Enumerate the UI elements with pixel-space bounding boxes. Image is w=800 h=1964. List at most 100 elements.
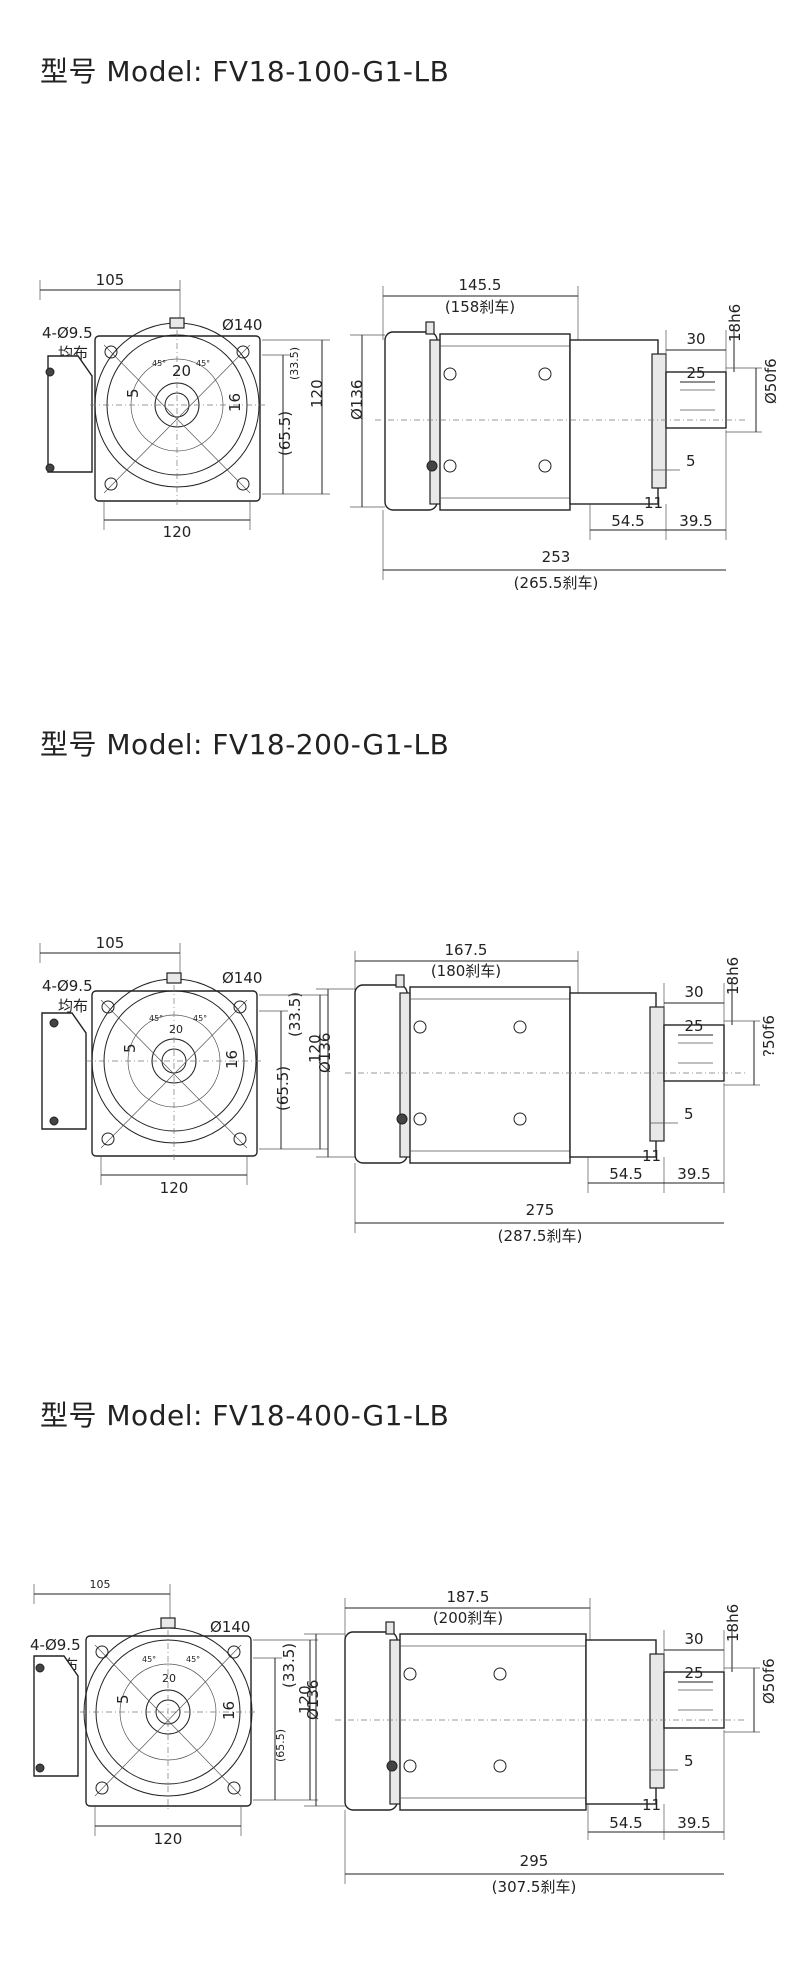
dim-d50f6: ?50f6 [760,1015,778,1057]
gear-head [585,1639,657,1805]
dim-total-length: 275 [526,1201,555,1219]
angle-45-left: 45° [152,359,166,368]
dim-total-length: 253 [542,548,571,566]
holes-label: 4-Ø9.5 [42,324,93,342]
dim-5-key: 5 [684,1752,694,1770]
dim-18h6: 18h6 [724,957,742,995]
model-title: 型号 Model: FV18-100-G1-LB [40,55,450,88]
dim-33-5: (33.5) [286,992,304,1037]
dim-d140: Ø140 [222,969,262,987]
dim-20: 20 [162,1672,176,1685]
dim-5: 5 [114,1694,132,1704]
motor-body [409,986,571,1164]
terminal-box [33,1655,79,1777]
dim-total-length-brake: (307.5刹车) [492,1878,577,1896]
holes-label: 4-Ø9.5 [42,977,93,995]
dim-120-horizontal: 120 [163,523,192,541]
dim-120-horizontal: 120 [154,1830,183,1848]
dim-25: 25 [684,1664,703,1682]
dim-54-5: 54.5 [609,1165,642,1183]
dim-11: 11 [642,1147,661,1165]
dim-33-5: (33.5) [288,347,301,380]
model-section-1: 型号 Model: FV18-100-G1-LB 105 4-Ø9.5 均布 Ø… [0,0,800,620]
dim-d50f6: Ø50f6 [760,1658,778,1704]
terminal-box [47,355,93,473]
drawing-2: 105 4-Ø9.5 均布 Ø140 45° 45° 20 5 16 [39,934,778,1245]
dim-25: 25 [684,1017,703,1035]
model-title: 型号 Model: FV18-400-G1-LB [40,1399,450,1432]
evenly-label: 均布 [58,997,88,1015]
dim-105: 105 [96,934,125,952]
dim-105: 105 [96,271,125,289]
output-shaft [663,1671,725,1729]
angle-45-right: 45° [186,1655,200,1664]
dim-d136: Ø136 [304,1680,322,1720]
dim-5: 5 [124,388,142,398]
dim-16: 16 [223,1050,241,1069]
dim-30: 30 [684,1630,703,1648]
dim-16: 16 [220,1701,238,1720]
angle-45-right: 45° [196,359,210,368]
dim-30: 30 [686,330,705,348]
front-view: 105 4-Ø9.5 均布 Ø140 45° 45° 20 5 [39,271,330,541]
dim-20: 20 [169,1023,183,1036]
model-section-2: 型号 Model: FV18-200-G1-LB 105 4-Ø9.5 均布 Ø… [0,673,800,1293]
model-section-3: 型号 Model: FV18-400-G1-LB 105 4-Ø9.5 均布 Ø… [0,1344,800,1964]
dim-motor-length: 145.5 [459,276,502,294]
motor-body [399,1633,587,1811]
dim-30: 30 [684,983,703,1001]
dim-105: 105 [90,1578,111,1591]
dim-11: 11 [644,494,663,512]
dim-total-length: 295 [520,1852,549,1870]
dim-d136: Ø136 [348,380,366,420]
dim-33-5: (33.5) [280,1643,298,1688]
gear-head [569,339,659,505]
dim-20: 20 [172,362,191,380]
dim-11: 11 [642,1796,661,1814]
dim-total-length-brake: (265.5刹车) [514,574,599,592]
holes-label: 4-Ø9.5 [30,1636,81,1654]
dim-motor-length-brake: (200刹车) [433,1609,503,1627]
dim-65-5: (65.5) [274,1066,292,1111]
dim-d140: Ø140 [222,316,262,334]
dim-65-5: (65.5) [274,1729,287,1762]
side-view: 187.5 (200刹车) Ø136 30 [304,1588,778,1896]
dim-d136: Ø136 [316,1033,334,1073]
dim-16: 16 [226,393,244,412]
dim-54-5: 54.5 [611,512,644,530]
side-view: 145.5 (158刹车) Ø136 30 [348,276,780,592]
dim-5-key: 5 [684,1105,694,1123]
angle-45-left: 45° [149,1014,163,1023]
front-view: 105 4-Ø9.5 均布 Ø140 45° 45° 20 5 16 [30,1578,318,1848]
output-shaft [663,1024,725,1082]
dim-18h6: 18h6 [724,1604,742,1642]
dim-39-5: 39.5 [677,1814,710,1832]
dim-motor-length: 167.5 [445,941,488,959]
front-view: 105 4-Ø9.5 均布 Ø140 45° 45° 20 5 16 [39,934,328,1197]
dim-54-5: 54.5 [609,1814,642,1832]
output-shaft [665,371,727,429]
dim-65-5: (65.5) [276,411,294,456]
dim-motor-length: 187.5 [447,1588,490,1606]
dim-120-vertical: 120 [296,1685,314,1714]
side-view: 167.5 (180刹车) Ø136 30 [316,941,778,1245]
dim-18h6: 18h6 [726,304,744,342]
gear-head [569,992,657,1158]
motor-body [439,333,571,511]
dim-25: 25 [686,364,705,382]
dim-total-length-brake: (287.5刹车) [498,1227,583,1245]
drawing-3: 105 4-Ø9.5 均布 Ø140 45° 45° 20 5 16 [30,1578,778,1896]
angle-45-right: 45° [193,1014,207,1023]
dim-39-5: 39.5 [677,1165,710,1183]
dim-motor-length-brake: (158刹车) [445,298,515,316]
dim-120-vertical: 120 [306,1034,324,1063]
dim-39-5: 39.5 [679,512,712,530]
dim-120-horizontal: 120 [160,1179,189,1197]
terminal-box [41,1012,87,1130]
brake-cover [384,331,438,511]
drawing-1: 105 4-Ø9.5 均布 Ø140 45° 45° 20 5 [39,271,780,592]
brake-cover [354,984,408,1164]
model-title: 型号 Model: FV18-200-G1-LB [40,728,450,761]
dim-5: 5 [121,1043,139,1053]
dim-motor-length-brake: (180刹车) [431,962,501,980]
